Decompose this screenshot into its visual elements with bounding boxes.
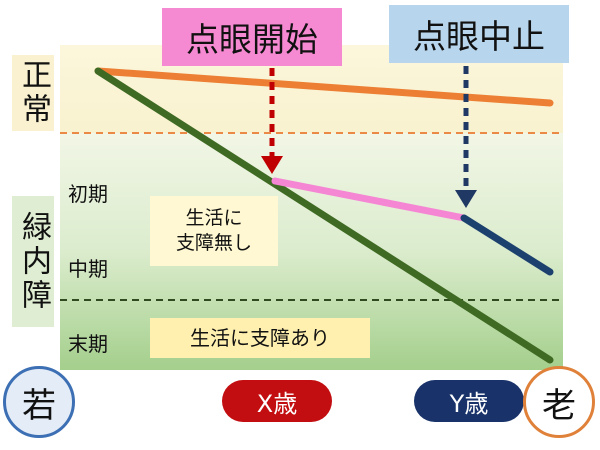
stage-late-label: 末期 <box>68 332 108 356</box>
no-impact-line1: 生活に <box>185 207 243 230</box>
age-y-pill: Y歳 <box>414 380 524 422</box>
normal-zone-text: 正常 <box>16 59 51 127</box>
stage-middle-label: 中期 <box>68 257 108 281</box>
normal-zone-label: 正常 <box>12 55 54 131</box>
start-treatment-label: 点眼開始 <box>186 20 318 59</box>
no-impact-line2: 支障無し <box>175 232 252 254</box>
start-arrow-head <box>261 156 283 174</box>
glaucoma-zone-text: 緑内障 <box>16 210 51 313</box>
normal-aging-line <box>94 67 554 107</box>
stop-treatment-box: 点眼中止 <box>389 5 569 63</box>
old-age-circle: 老 <box>523 366 595 438</box>
start-treatment-box: 点眼開始 <box>162 8 342 66</box>
stage-early-label: 初期 <box>68 182 108 206</box>
young-age-label: 若 <box>22 385 56 426</box>
stop-treatment-label: 点眼中止 <box>413 17 545 56</box>
impact-callout: 生活に支障あり <box>150 318 370 358</box>
treated-progression-line <box>271 177 468 222</box>
after-stop-progression-line <box>460 214 554 276</box>
impact-text: 生活に支障あり <box>190 326 330 350</box>
age-y-label: Y歳 <box>449 389 489 418</box>
stop-arrow-head <box>455 190 477 208</box>
age-x-label: X歳 <box>256 389 298 418</box>
old-age-label: 老 <box>542 385 576 426</box>
no-impact-callout: 生活に 支障無し <box>150 196 278 266</box>
young-age-circle: 若 <box>3 366 75 438</box>
age-x-pill: X歳 <box>222 380 332 422</box>
untreated-progression-line <box>94 67 554 364</box>
glaucoma-zone-label: 緑内障 <box>12 196 54 327</box>
